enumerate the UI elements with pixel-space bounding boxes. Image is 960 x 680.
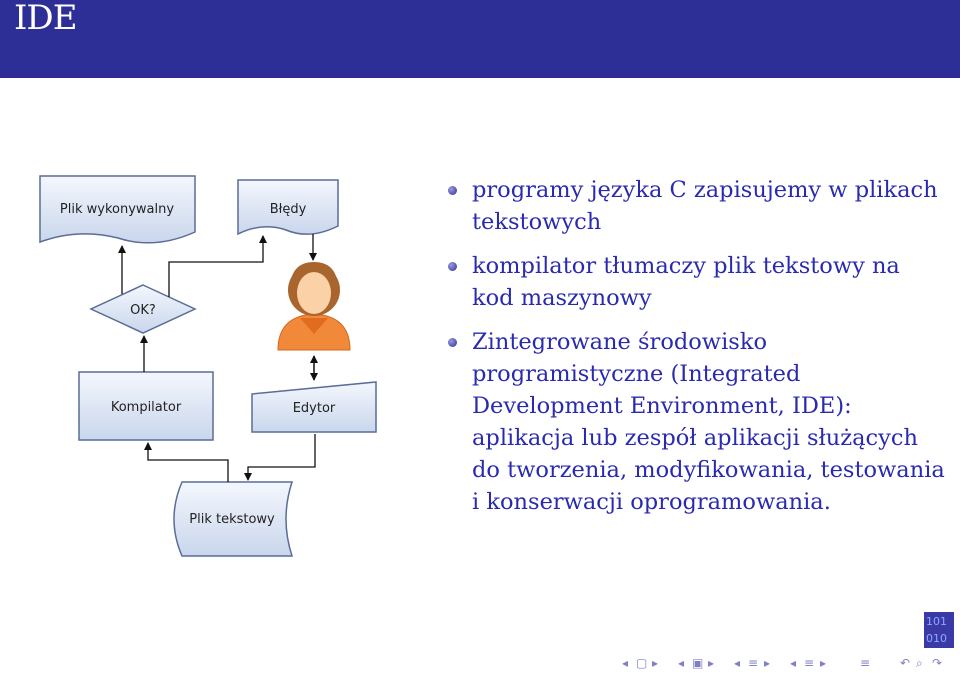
nav-forward-icon[interactable]: ↷ <box>932 656 943 670</box>
bullet-text: kompilator tłumaczy plik tekstowy na kod… <box>472 253 900 311</box>
logo-line-2: 010 <box>926 632 947 645</box>
nav-next-subsection-icon[interactable]: ▸ <box>708 656 715 670</box>
bullet-item: Zintegrowane środowisko programistyczne … <box>446 326 946 518</box>
nav-next-section-icon[interactable]: ▸ <box>764 656 771 670</box>
bullet-text: Zintegrowane środowisko programistyczne … <box>472 329 945 515</box>
nav-prev-section-icon[interactable]: ◂ <box>734 656 741 670</box>
nav-search-icon[interactable]: ⌕ <box>916 656 923 670</box>
nav-subsection-icon[interactable]: ▣ <box>692 656 704 670</box>
bullet-text: programy języka C zapisujemy w plikach t… <box>472 177 938 235</box>
binary-logo: 101 010 <box>924 612 954 648</box>
executable-file-label: Plik wykonywalny <box>60 202 174 217</box>
slide-title: IDE <box>14 0 78 38</box>
bullet-list: programy języka C zapisujemy w plikach t… <box>446 174 946 530</box>
nav-prev-frame-icon[interactable]: ◂ <box>622 656 629 670</box>
nav-section-end-icon[interactable]: ≡ <box>860 656 871 670</box>
nav-prev-part-icon[interactable]: ◂ <box>790 656 797 670</box>
bullet-icon <box>448 338 457 347</box>
nav-next-frame-icon[interactable]: ▸ <box>652 656 659 670</box>
nav-prev-subsection-icon[interactable]: ◂ <box>678 656 685 670</box>
compiler-shape <box>78 371 214 441</box>
nav-next-part-icon[interactable]: ▸ <box>820 656 827 670</box>
text-file-shape <box>173 481 294 557</box>
bullet-item: programy języka C zapisujemy w plikach t… <box>446 174 946 238</box>
nav-section-icon[interactable]: ≡ <box>748 656 759 670</box>
beamer-navigation-bar: ◂ ▢ ▸ ◂ ▣ ▸ ◂ ≡ ▸ ◂ ≡ ▸ ≡ ↶ ⌕ ↷ <box>622 656 956 674</box>
user-avatar-icon <box>277 262 351 351</box>
nav-frame-icon[interactable]: ▢ <box>636 656 648 670</box>
errors-label: Błędy <box>270 202 307 217</box>
bullet-item: kompilator tłumaczy plik tekstowy na kod… <box>446 250 946 314</box>
bullet-icon <box>448 262 457 271</box>
compiler-label: Kompilator <box>111 400 182 415</box>
editor-label: Edytor <box>293 401 336 416</box>
title-bar: IDE <box>0 0 960 78</box>
text-file-label: Plik tekstowy <box>189 512 275 527</box>
nav-part-icon[interactable]: ≡ <box>804 656 815 670</box>
diagram-arrows <box>118 234 318 482</box>
bullet-icon <box>448 186 457 195</box>
ok-decision-label: OK? <box>130 303 156 318</box>
errors-shape <box>237 179 339 236</box>
editor-shape <box>251 381 377 433</box>
nav-back-icon[interactable]: ↶ <box>900 656 911 670</box>
executable-file-shape <box>39 175 196 244</box>
logo-line-1: 101 <box>926 615 947 628</box>
